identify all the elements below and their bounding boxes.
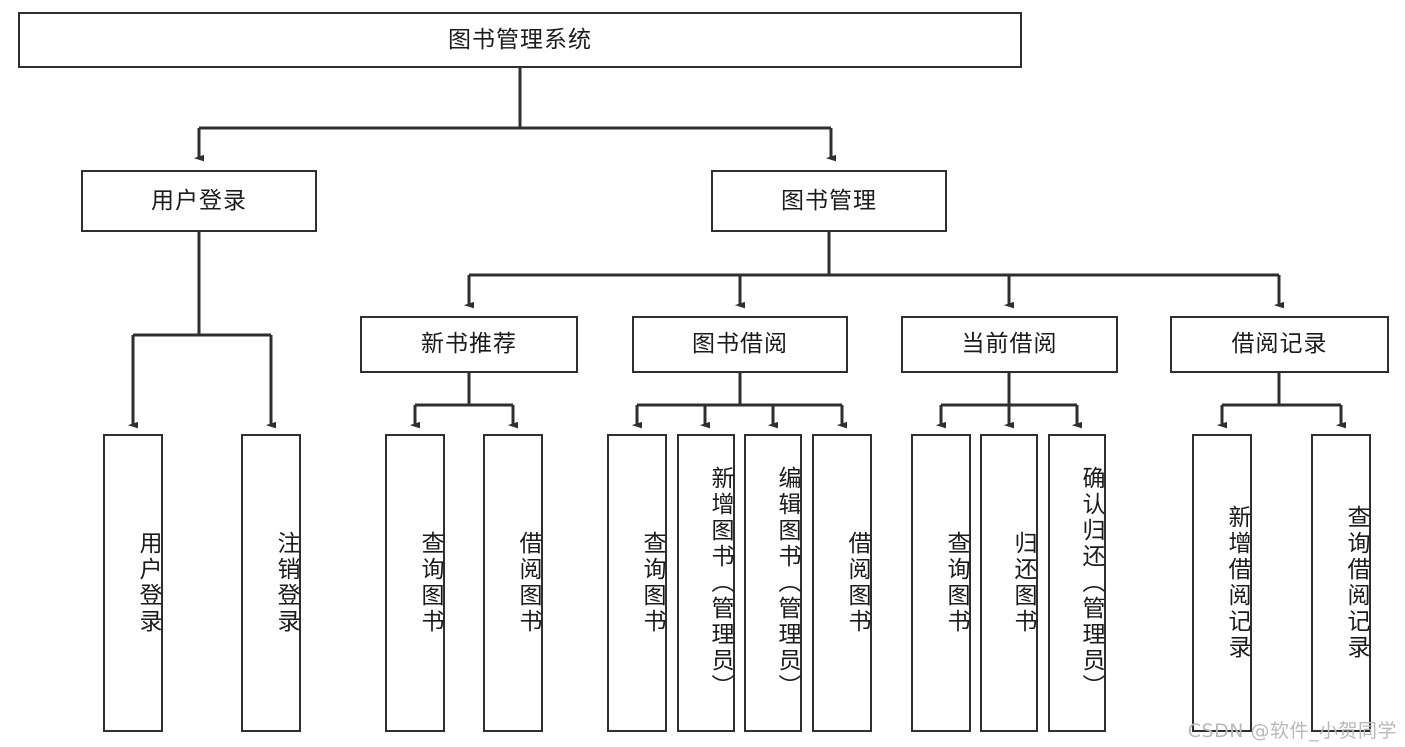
node-label: 图书管理系统 <box>448 26 592 53</box>
leaf-borrow-record-add[interactable]: 新增借阅记录 <box>1192 434 1252 732</box>
node-label: 借阅图书 <box>844 531 870 635</box>
node-new-book-recommend[interactable]: 新书推荐 <box>360 316 578 373</box>
leaf-book-borrow-edit[interactable]: 编辑图书（管理员） <box>744 434 802 732</box>
leaf-book-borrow-lend[interactable]: 借阅图书 <box>812 434 872 732</box>
node-label: 新增借阅记录 <box>1224 505 1250 661</box>
node-label: 注销登录 <box>273 531 299 635</box>
node-label: 新书推荐 <box>421 331 517 358</box>
node-root-system[interactable]: 图书管理系统 <box>18 12 1022 68</box>
node-label: 归还图书 <box>1010 531 1036 635</box>
node-label: 查询图书 <box>639 531 665 635</box>
node-book-management[interactable]: 图书管理 <box>711 170 947 232</box>
leaf-current-borrow-confirm-return[interactable]: 确认归还（管理员） <box>1048 434 1106 732</box>
leaf-book-borrow-query[interactable]: 查询图书 <box>607 434 667 732</box>
leaf-current-borrow-return[interactable]: 归还图书 <box>980 434 1038 732</box>
node-label: 借阅记录 <box>1231 331 1328 358</box>
node-label: 当前借阅 <box>961 331 1058 358</box>
leaf-user-login-signout[interactable]: 注销登录 <box>241 434 301 732</box>
node-label: 图书管理 <box>781 187 877 214</box>
node-label: 确认归还（管理员） <box>1078 466 1104 700</box>
node-borrow-record[interactable]: 借阅记录 <box>1170 316 1389 373</box>
node-label: 用户登录 <box>151 187 247 214</box>
node-label: 查询借阅记录 <box>1343 505 1369 661</box>
node-book-borrow[interactable]: 图书借阅 <box>632 316 848 373</box>
leaf-borrow-record-query[interactable]: 查询借阅记录 <box>1311 434 1371 732</box>
leaf-user-login-signin[interactable]: 用户登录 <box>103 434 163 732</box>
node-label: 用户登录 <box>135 531 161 635</box>
node-label: 查询图书 <box>943 531 969 635</box>
node-label: 新增图书（管理员） <box>707 466 733 700</box>
leaf-book-borrow-add[interactable]: 新增图书（管理员） <box>677 434 735 732</box>
leaf-new-book-query[interactable]: 查询图书 <box>385 434 445 732</box>
node-label: 借阅图书 <box>515 531 541 635</box>
node-label: 查询图书 <box>417 531 443 635</box>
node-label: 编辑图书（管理员） <box>774 466 800 700</box>
node-user-login[interactable]: 用户登录 <box>81 170 317 232</box>
node-label: 图书借阅 <box>692 331 788 358</box>
leaf-current-borrow-query[interactable]: 查询图书 <box>911 434 971 732</box>
leaf-new-book-borrow[interactable]: 借阅图书 <box>483 434 543 732</box>
node-current-borrow[interactable]: 当前借阅 <box>901 316 1118 373</box>
